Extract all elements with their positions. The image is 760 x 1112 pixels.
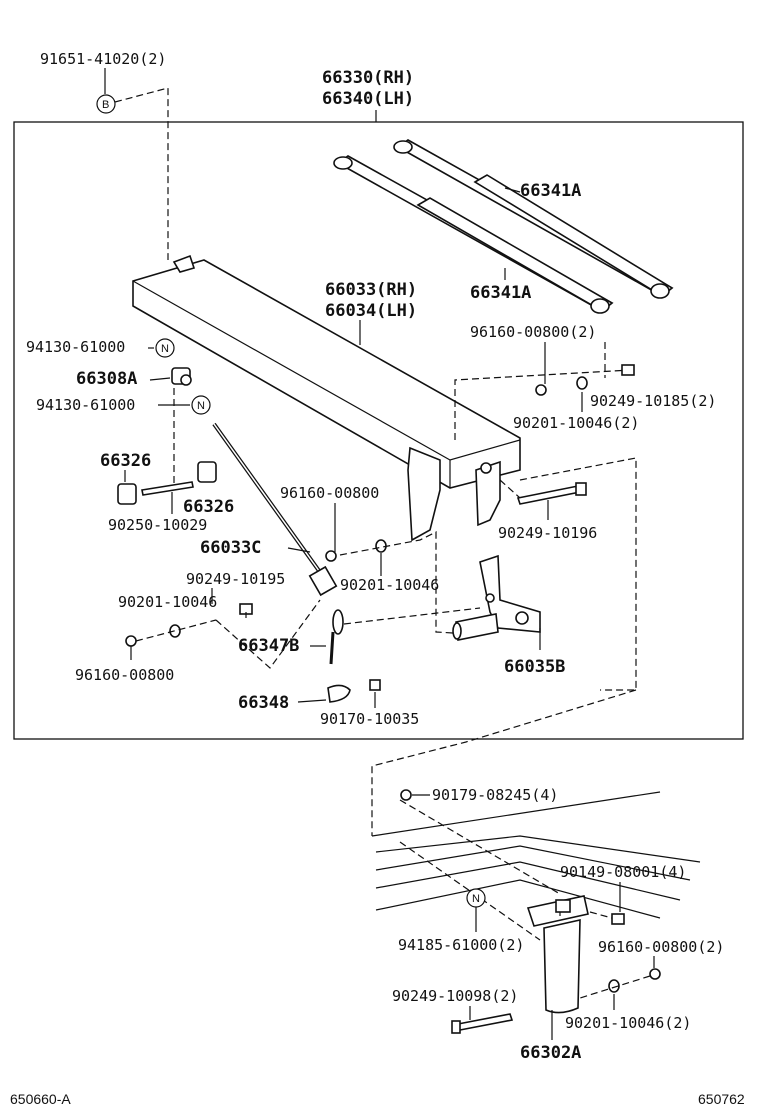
bracket-66308a <box>171 367 192 386</box>
n-marker-bottom-text: N <box>472 893 480 905</box>
panel-66033 <box>132 254 521 542</box>
cap-left-icon <box>117 483 137 505</box>
footer-left-code: 650660-A <box>10 1091 71 1107</box>
washer-top-right-icon <box>535 384 547 396</box>
label-94185-61000: 94185-61000(2) <box>398 936 524 954</box>
label-66326-left: 66326 <box>100 451 151 471</box>
label-96160-00800-2-top: 96160-00800(2) <box>470 323 596 341</box>
gas-strut-upper <box>393 139 674 299</box>
flat-washer-top-right-icon <box>576 376 588 390</box>
bolt-top-right-icon <box>621 364 635 376</box>
label-94130-61000-upper: 94130-61000 <box>26 338 125 356</box>
label-90201-10046-mid: 90201-10046 <box>340 576 439 594</box>
label-96160-00800-mid: 96160-00800 <box>280 484 379 502</box>
label-90179-08245: 90179-08245(4) <box>432 786 558 804</box>
vehicle-body-lines <box>371 791 701 919</box>
b-marker-icon <box>96 94 116 114</box>
gas-strut-lower <box>333 155 614 314</box>
bolt-90149-icon <box>611 913 625 925</box>
label-66330: 66330(RH) <box>322 68 414 88</box>
hook-66347b <box>329 609 344 665</box>
label-66347b: 66347B <box>238 636 299 656</box>
label-90249-10196: 90249-10196 <box>498 524 597 542</box>
label-66348: 66348 <box>238 693 289 713</box>
b-marker-text: B <box>102 99 109 111</box>
label-90249-10098: 90249-10098(2) <box>392 987 518 1005</box>
n-marker-upper-icon <box>155 338 175 358</box>
label-66034: 66034(LH) <box>325 301 417 321</box>
label-66033c: 66033C <box>200 538 261 558</box>
label-90201-10046-2-bottom: 90201-10046(2) <box>565 1014 691 1032</box>
hinge-66302a <box>526 895 589 1014</box>
label-66035b: 66035B <box>504 657 565 677</box>
n-marker-lower-text: N <box>197 400 205 412</box>
label-90249-10185: 90249-10185(2) <box>590 392 716 410</box>
label-96160-00800-2-bottom: 96160-00800(2) <box>598 938 724 956</box>
label-66302a: 66302A <box>520 1043 581 1063</box>
washer-mid-icon <box>325 550 337 562</box>
label-66340: 66340(LH) <box>322 89 414 109</box>
label-66308a: 66308A <box>76 369 137 389</box>
label-90149-08001: 90149-08001(4) <box>560 863 686 881</box>
rod-66033c <box>212 422 338 597</box>
washer-left-icon <box>125 635 137 647</box>
n-marker-lower-icon <box>191 395 211 415</box>
label-90201-10046-2-top: 90201-10046(2) <box>513 414 639 432</box>
label-96160-00800-left: 96160-00800 <box>75 666 174 684</box>
long-bolt-right <box>516 482 587 505</box>
flat-washer-left-icon <box>169 624 181 638</box>
label-90201-10046-left: 90201-10046 <box>118 593 217 611</box>
label-66341a-lower: 66341A <box>470 283 531 303</box>
pin-90250 <box>141 481 194 496</box>
hinge-66035b <box>452 554 541 641</box>
washer-bottom-icon <box>649 968 661 980</box>
cap-right-icon <box>197 461 217 483</box>
nut-90179-icon <box>400 789 412 801</box>
label-90170-10035: 90170-10035 <box>320 710 419 728</box>
clip-66348 <box>327 679 381 703</box>
label-66326-right: 66326 <box>183 497 234 517</box>
bolt-90249-10098 <box>451 1013 514 1034</box>
footer-right-code: 650762 <box>698 1091 745 1107</box>
label-94130-61000-lower: 94130-61000 <box>36 396 135 414</box>
label-90250-10029: 90250-10029 <box>108 516 207 534</box>
label-66033: 66033(RH) <box>325 280 417 300</box>
flat-washer-bottom-icon <box>608 979 620 993</box>
label-90249-10195: 90249-10195 <box>186 570 285 588</box>
n-marker-upper-text: N <box>161 343 169 355</box>
flat-washer-mid-icon <box>375 539 387 553</box>
main-frame <box>13 121 744 740</box>
label-91651-41020: 91651-41020(2) <box>40 50 166 68</box>
label-66341a-upper: 66341A <box>520 181 581 201</box>
